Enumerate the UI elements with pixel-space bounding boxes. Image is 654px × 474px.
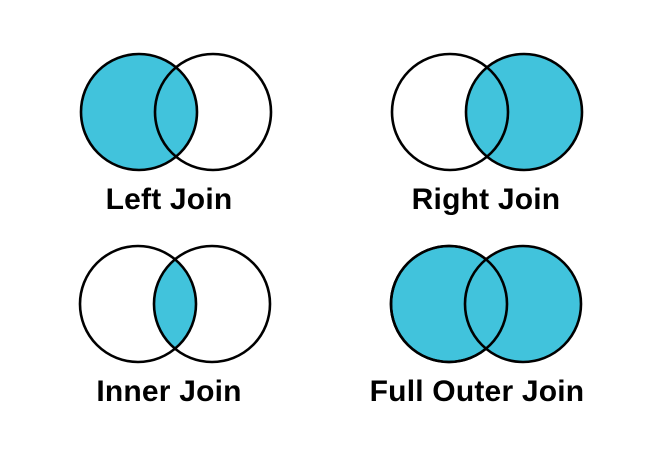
- intersection-shaded: [154, 246, 196, 362]
- left-circle: [78, 244, 198, 364]
- venn-right-join: [390, 52, 584, 172]
- left-circle-outline: [389, 244, 509, 364]
- label-inner-join: Inner Join: [96, 375, 242, 408]
- right-circle: [152, 244, 272, 364]
- left-circle-shaded: [79, 52, 199, 172]
- label-left-join: Left Join: [105, 183, 233, 216]
- label-right-join: Right Join: [411, 183, 561, 216]
- right-circle: [153, 52, 273, 172]
- right-circle-shaded: [464, 52, 584, 172]
- venn-full-outer-join: [389, 244, 583, 364]
- venn-left-join: [79, 52, 273, 172]
- right-circle-shaded: [463, 244, 583, 364]
- left-circle: [390, 52, 510, 172]
- venn-inner-join: [78, 244, 272, 364]
- label-full-outer-join: Full Outer Join: [369, 375, 585, 408]
